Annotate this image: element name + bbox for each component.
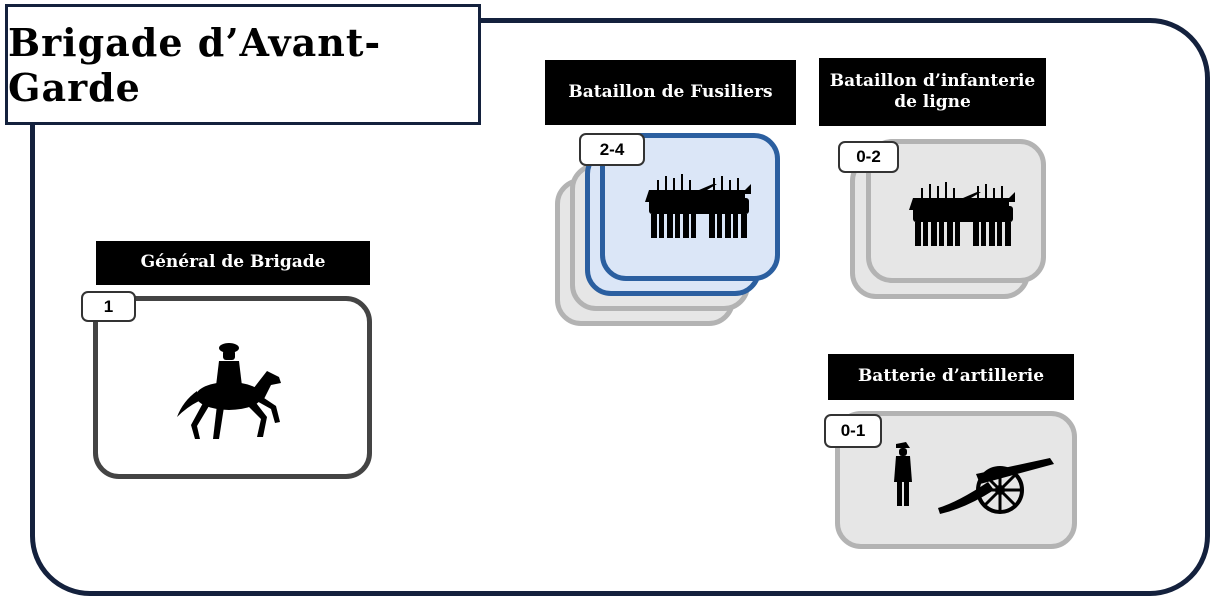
- count-text: 2-4: [599, 139, 625, 159]
- count-text: 0-2: [856, 147, 881, 166]
- page-title: Brigade d’Avant-Garde: [8, 19, 382, 110]
- general-label-text: Général de Brigade: [140, 252, 326, 273]
- count-badge: 2-4: [579, 133, 645, 166]
- artillerie-label: Batterie d’artillerie: [828, 354, 1074, 400]
- brigade-frame: [30, 18, 1210, 596]
- count-text: 1: [103, 296, 114, 316]
- count-badge: 0-2: [838, 141, 899, 173]
- fusiliers-label-text: Bataillon de Fusiliers: [568, 81, 773, 102]
- title-box: Brigade d’Avant-Garde: [5, 4, 481, 125]
- artillerie-label-text: Batterie d’artillerie: [857, 366, 1045, 387]
- cannon-icon: [894, 442, 1054, 514]
- mounted-officer-icon: [177, 343, 281, 439]
- general-card[interactable]: [93, 296, 372, 479]
- fusiliers-card[interactable]: [600, 133, 780, 281]
- infantry-line-icon: [645, 174, 751, 238]
- fusiliers-label: Bataillon de Fusiliers: [545, 60, 796, 125]
- count-badge: 0-1: [824, 414, 882, 448]
- infanterie-label-text: Bataillon d’infanterie de ligne: [829, 70, 1036, 112]
- count-text: 0-1: [840, 421, 866, 440]
- infanterie-label: Bataillon d’infanterie de ligne: [819, 58, 1046, 126]
- infantry-line-icon: [909, 182, 1015, 246]
- general-label: Général de Brigade: [96, 241, 370, 285]
- count-badge: 1: [81, 291, 136, 322]
